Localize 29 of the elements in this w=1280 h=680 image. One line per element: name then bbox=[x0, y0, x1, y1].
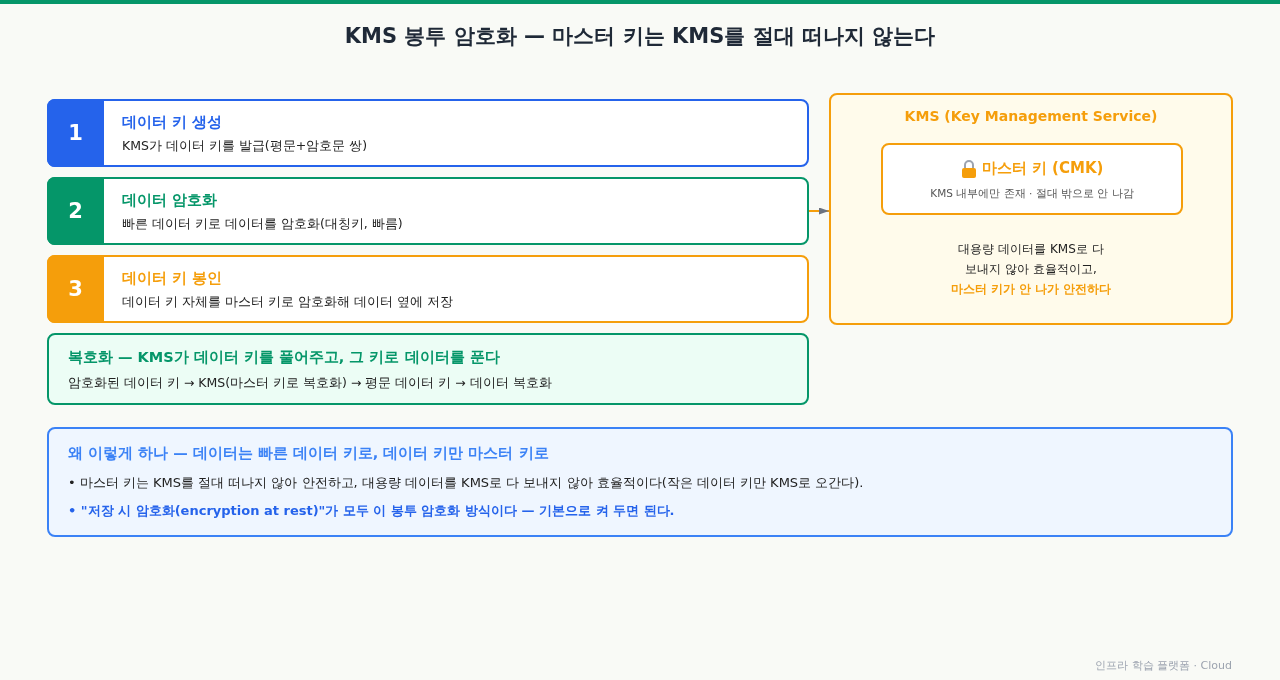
bullet-text: • 마스터 키는 KMS를 절대 떠나지 않아 안전하고, 대용량 데이터를 KMS로 다 보내지 않아 효율적이다(작은 데이터 키만 KMS로 오간다). bbox=[68, 474, 864, 492]
step-title: 데이터 암호화 bbox=[122, 191, 218, 210]
card-heading: 왜 이렇게 하나 — 데이터는 빠른 데이터 키로, 데이터 키만 마스터 키로 bbox=[68, 444, 549, 463]
service-panel bbox=[829, 93, 1233, 325]
footer-text: 인프라 학습 플랫폼 · Cloud bbox=[1095, 658, 1232, 673]
info-card bbox=[47, 333, 809, 405]
step-number: 2 bbox=[47, 177, 104, 245]
arrow bbox=[808, 207, 830, 215]
key-note: KMS 내부에만 존재 · 절대 밖으로 안 나감 bbox=[929, 187, 1135, 201]
key-card bbox=[881, 143, 1183, 215]
step-number: 3 bbox=[47, 255, 104, 323]
step-number: 1 bbox=[47, 99, 104, 167]
step-title: 데이터 키 봉인 bbox=[122, 269, 223, 288]
key-title: 마스터 키 (CMK) bbox=[981, 159, 1104, 178]
step-card bbox=[47, 255, 809, 323]
step-title: 데이터 키 생성 bbox=[122, 113, 223, 132]
step-description: 빠른 데이터 키로 데이터를 암호화(대칭키, 빠름) bbox=[122, 216, 403, 233]
panel-text: 마스터 키가 안 나가 안전하다 bbox=[949, 281, 1113, 298]
step-card bbox=[47, 99, 809, 167]
card-text: 암호화된 데이터 키 → KMS(마스터 키로 복호화) → 평문 데이터 키 → 데이터 복호화 bbox=[68, 375, 552, 392]
title: KMS 봉투 암호화 — 마스터 키는 KMS를 절대 떠나지 않는다 bbox=[343, 23, 937, 50]
card-heading: 복호화 — KMS가 데이터 키를 풀어주고, 그 키로 데이터를 푼다 bbox=[68, 348, 500, 367]
step-card bbox=[47, 177, 809, 245]
info-card bbox=[47, 427, 1233, 537]
bullet-text: • "저장 시 암호화(encryption at rest)"가 모두 이 봉투 암호화 방식이다 — 기본으로 켜 두면 된다. bbox=[68, 502, 675, 520]
panel-title: KMS (Key Management Service) bbox=[903, 108, 1159, 124]
step-description: KMS가 데이터 키를 발급(평문+암호문 쌍) bbox=[122, 138, 368, 155]
step-description: 데이터 키 자체를 마스터 키로 암호화해 데이터 옆에 저장 bbox=[122, 294, 453, 311]
panel-text: 대용량 데이터를 KMS로 다 보내지 않아 효율적이고, bbox=[957, 241, 1105, 278]
